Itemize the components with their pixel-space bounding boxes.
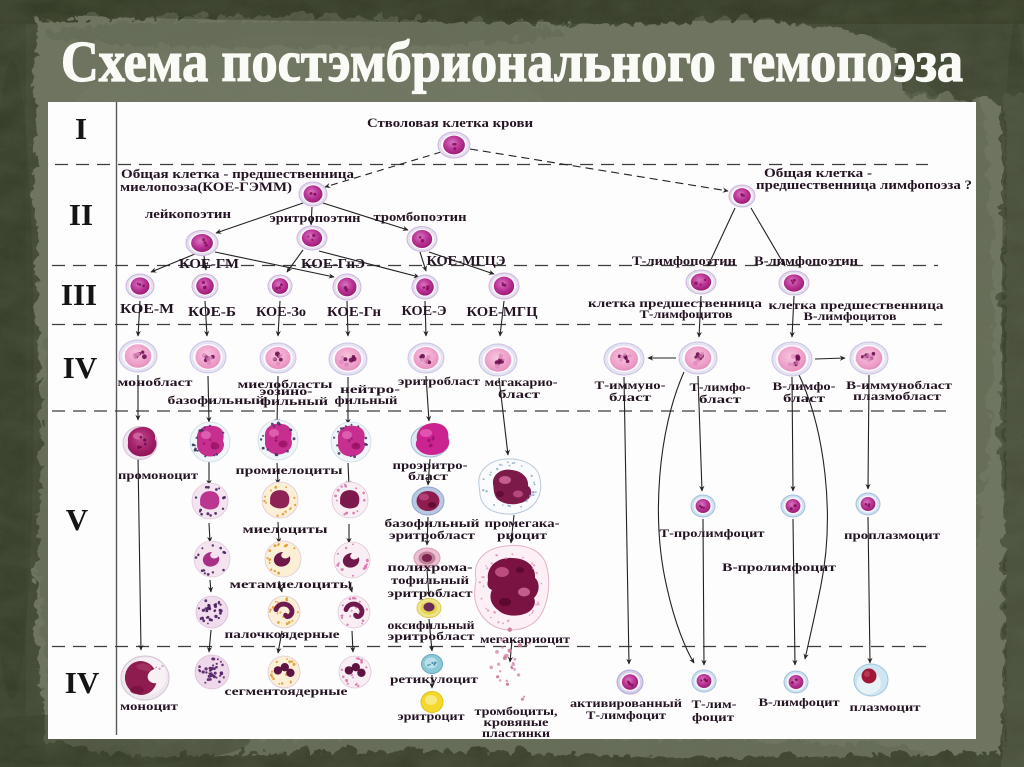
- svg-text:КОЕ-Гн: КОЕ-Гн: [327, 304, 381, 319]
- svg-text:IV: IV: [65, 665, 100, 700]
- svg-text:эритробласт: эритробласт: [398, 374, 480, 388]
- svg-text:палочкоядерные: палочкоядерные: [225, 627, 341, 641]
- svg-text:тофильный: тофильный: [391, 573, 469, 587]
- svg-text:КОЕ-МГЦЭ: КОЕ-МГЦЭ: [427, 253, 506, 268]
- svg-text:пластинки: пластинки: [482, 726, 550, 740]
- svg-text:миелоциты: миелоциты: [243, 522, 329, 536]
- svg-text:эритробласт: эритробласт: [389, 528, 475, 542]
- svg-text:В-пролимфоцит: В-пролимфоцит: [722, 560, 836, 574]
- svg-text:миелопоэза(КОЕ-ГЭММ): миелопоэза(КОЕ-ГЭММ): [120, 180, 292, 194]
- svg-text:метамиелоциты: метамиелоциты: [230, 577, 354, 591]
- svg-text:III: III: [61, 277, 97, 312]
- svg-text:I: I: [75, 111, 87, 146]
- svg-text:плазмоцит: плазмоцит: [850, 700, 921, 714]
- svg-text:Т-лимфо-: Т-лимфо-: [690, 380, 751, 394]
- svg-text:Схема постэмбрионального гемоп: Схема постэмбрионального гемопоэза: [61, 29, 963, 94]
- svg-text:КОЕ-Э: КОЕ-Э: [402, 303, 447, 318]
- svg-text:бласт: бласт: [609, 390, 651, 404]
- svg-text:миелобласты: миелобласты: [238, 377, 334, 391]
- svg-text:промоноцит: промоноцит: [118, 468, 198, 482]
- svg-text:бласт: бласт: [408, 469, 448, 483]
- svg-text:проэритро-: проэритро-: [393, 458, 468, 472]
- svg-text:эритробласт: эритробласт: [388, 586, 473, 600]
- svg-text:полихрома-: полихрома-: [388, 560, 473, 574]
- svg-text:промиелоциты: промиелоциты: [236, 463, 344, 477]
- svg-text:КОЕ-ГМ: КОЕ-ГМ: [179, 256, 239, 271]
- svg-text:базофильный: базофильный: [168, 393, 265, 407]
- svg-text:КОЕ-М: КОЕ-М: [120, 301, 174, 316]
- svg-text:сегментоядерные: сегментоядерные: [225, 684, 349, 698]
- svg-text:Т-иммуно-: Т-иммуно-: [595, 378, 666, 392]
- svg-text:предшественница лимфопоэза ?: предшественница лимфопоэза ?: [756, 178, 972, 192]
- svg-text:В-лимфоцит: В-лимфоцит: [759, 695, 840, 709]
- svg-text:проплазмоцит: проплазмоцит: [844, 528, 940, 542]
- svg-text:фоцит: фоцит: [692, 710, 734, 724]
- svg-text:нейтро-: нейтро-: [340, 382, 400, 396]
- svg-text:В-лимфо-: В-лимфо-: [773, 379, 836, 393]
- svg-text:В-лимфоцитов: В-лимфоцитов: [804, 309, 898, 323]
- svg-text:Т-лимфоцит: Т-лимфоцит: [586, 708, 666, 722]
- svg-text:бласт: бласт: [498, 387, 540, 401]
- svg-text:КОЕ-МГЦ: КОЕ-МГЦ: [467, 304, 539, 319]
- svg-text:лейкопоэтин: лейкопоэтин: [145, 207, 231, 221]
- svg-text:оксифильный: оксифильный: [388, 618, 475, 632]
- svg-text:риоцит: риоцит: [497, 528, 547, 542]
- svg-text:Общая клетка -: Общая клетка -: [764, 166, 872, 180]
- svg-text:Т-пролимфоцит: Т-пролимфоцит: [660, 526, 765, 540]
- svg-text:фильный: фильный: [335, 393, 398, 407]
- svg-text:V: V: [66, 502, 89, 537]
- svg-text:тромбопоэтин: тромбопоэтин: [374, 210, 467, 224]
- svg-text:мегакарио-: мегакарио-: [485, 375, 558, 389]
- svg-text:В-иммунобласт: В-иммунобласт: [846, 378, 952, 392]
- svg-text:активированный: активированный: [570, 696, 682, 710]
- svg-text:Т-лимфоцитов: Т-лимфоцитов: [640, 307, 734, 321]
- svg-text:Т-лимфопоэтин: Т-лимфопоэтин: [632, 254, 736, 268]
- svg-text:эритропоэтин: эритропоэтин: [270, 211, 361, 225]
- svg-text:эритробласт: эритробласт: [388, 629, 475, 643]
- svg-text:IV: IV: [63, 350, 98, 385]
- svg-text:II: II: [69, 197, 93, 232]
- svg-text:Общая клетка - предшественниц: Общая клетка - предшественница: [121, 167, 355, 181]
- svg-text:мегакариоцит: мегакариоцит: [480, 632, 570, 646]
- svg-text:промегака-: промегака-: [485, 516, 560, 530]
- svg-text:кровяные: кровяные: [484, 715, 550, 729]
- svg-text:бласт: бласт: [783, 391, 825, 405]
- svg-text:Т-лим-: Т-лим-: [692, 697, 737, 711]
- svg-text:КОЕ-ГнЭ: КОЕ-ГнЭ: [301, 256, 365, 271]
- svg-text:ретикулоцит: ретикулоцит: [390, 672, 478, 686]
- svg-text:В-лимфопоэтин: В-лимфопоэтин: [754, 254, 858, 268]
- svg-text:тромбоциты,: тромбоциты,: [475, 704, 558, 718]
- svg-text:фильный: фильный: [260, 394, 328, 408]
- svg-text:КОЕ-Зо: КОЕ-Зо: [256, 304, 306, 319]
- svg-text:монобласт: монобласт: [118, 375, 193, 389]
- svg-text:моноцит: моноцит: [120, 699, 178, 713]
- svg-text:бласт: бласт: [699, 392, 741, 406]
- svg-text:эритроцит: эритроцит: [398, 709, 465, 723]
- svg-text:плазмобласт: плазмобласт: [853, 389, 941, 403]
- svg-text:КОЕ-Б: КОЕ-Б: [188, 304, 236, 319]
- svg-text:базофильный: базофильный: [385, 516, 480, 530]
- svg-text:Стволовая клетка крови: Стволовая клетка крови: [367, 116, 533, 130]
- svg-text:эозино-: эозино-: [260, 384, 313, 398]
- svg-text:клетка предшественница: клетка предшественница: [588, 296, 762, 310]
- svg-text:клетка предшественница: клетка предшественница: [769, 298, 944, 312]
